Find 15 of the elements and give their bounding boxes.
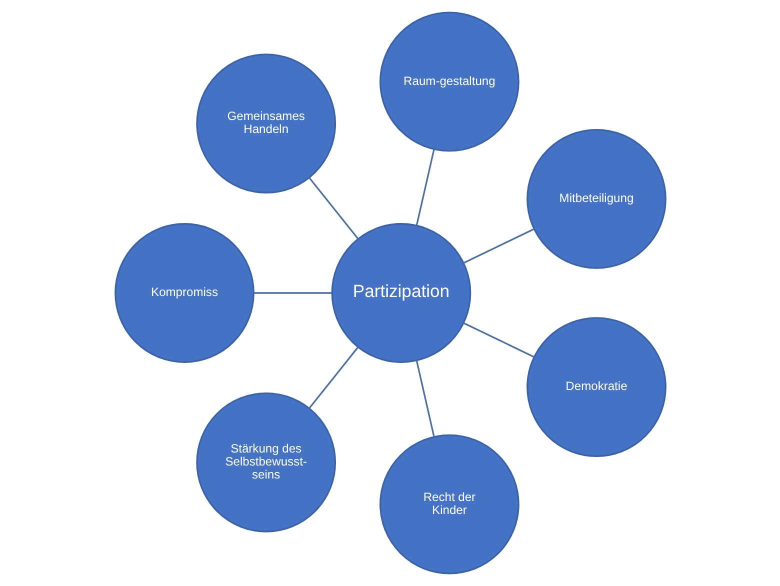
connector — [415, 149, 434, 226]
connector — [415, 360, 434, 437]
node-circle: Mitbeteiligung — [526, 129, 666, 269]
connector — [462, 228, 534, 264]
node-circle: Gemeinsames Handeln — [196, 54, 336, 194]
connector — [253, 292, 332, 294]
node-circle: Kompromiss — [114, 223, 254, 363]
connector — [462, 322, 534, 358]
connector — [308, 177, 358, 240]
node-circle: Stärkung des Selbstbewusst- seins — [196, 392, 336, 532]
node-circle: Recht der Kinder — [379, 434, 519, 574]
connector — [308, 346, 358, 409]
node-circle: Partizipation — [330, 223, 471, 363]
node-circle: Demokratie — [526, 317, 666, 457]
node-circle: Raum-gestaltung — [379, 12, 519, 152]
